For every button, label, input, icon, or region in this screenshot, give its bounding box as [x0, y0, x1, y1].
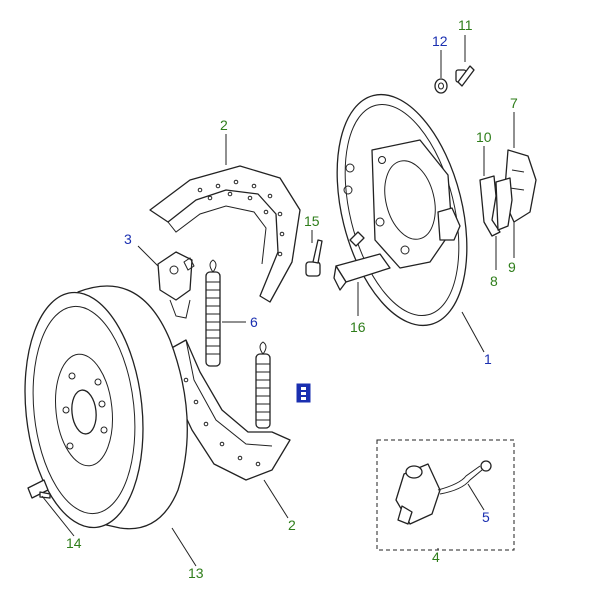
- part-labels: 11 12 7 10 8 9 15 16 1 2 3 6 2 13 14 4 5: [66, 17, 518, 581]
- label-10: 10: [476, 129, 492, 145]
- label-11: 11: [458, 17, 473, 33]
- backing-plate: [336, 93, 468, 327]
- adjuster-3: [157, 251, 195, 319]
- label-14: 14: [66, 535, 82, 551]
- return-spring-6: [205, 259, 221, 367]
- washer-12: [434, 78, 448, 94]
- info-badge-icon[interactable]: [296, 383, 311, 403]
- label-5: 5: [482, 509, 490, 525]
- label-16: 16: [350, 319, 366, 335]
- label-15: 15: [304, 213, 320, 229]
- brake-drum-13: [24, 285, 188, 530]
- label-2-bottom: 2: [288, 517, 296, 533]
- label-3: 3: [124, 231, 132, 247]
- label-7: 7: [510, 95, 518, 111]
- wheel-cylinder-box: [376, 439, 515, 551]
- label-6: 6: [250, 314, 258, 330]
- label-9: 9: [508, 259, 516, 275]
- label-1: 1: [484, 351, 492, 367]
- label-13: 13: [188, 565, 204, 581]
- lever-16: [333, 231, 391, 291]
- brake-shoe-upper: [149, 165, 301, 303]
- bolt-11: [455, 65, 475, 87]
- bolt-15: [305, 239, 323, 277]
- spring-clip-10: [479, 175, 513, 237]
- label-2-top: 2: [220, 117, 228, 133]
- label-8: 8: [490, 273, 498, 289]
- screw-14: [27, 479, 51, 499]
- brake-shoe-lower: [167, 339, 291, 481]
- return-spring-lower: [255, 341, 271, 429]
- leader-lines: [41, 35, 515, 567]
- label-4: 4: [432, 549, 440, 565]
- label-12: 12: [432, 33, 448, 49]
